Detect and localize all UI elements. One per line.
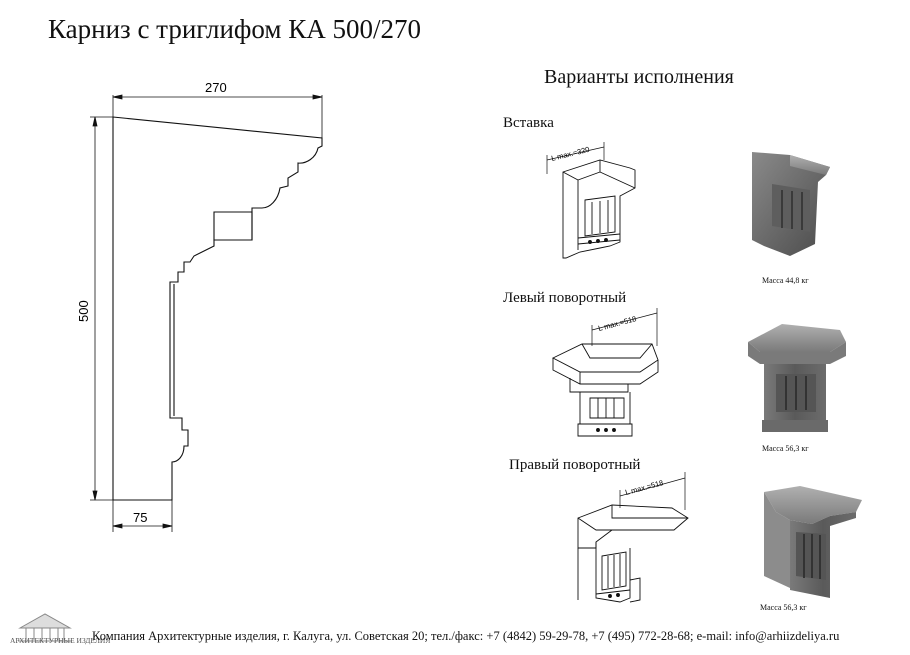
variant-left-render [748, 324, 846, 432]
variant-left-length-label: L max.=518 [597, 314, 637, 333]
cornice-profile [112, 116, 323, 501]
mass-label-insert: Масса 44,8 кг [762, 276, 809, 285]
variant-right-drawing [577, 504, 689, 603]
mass-label-left: Масса 56,3 кг [762, 444, 809, 453]
dimension-height [90, 116, 113, 501]
variant-insert-drawing [562, 159, 636, 259]
variant-insert-length-dim [546, 142, 605, 174]
variant-right-render [764, 486, 862, 598]
dimension-height-label: 500 [76, 300, 91, 322]
variant-label-right: Правый поворотный [509, 457, 641, 473]
variant-label-insert: Вставка [503, 115, 554, 131]
variant-left-length-dim [591, 308, 658, 346]
variants-heading: Варианты исполнения [544, 66, 734, 88]
footer-contact: Компания Архитектурные изделия, г. Калуг… [92, 629, 840, 643]
company-logo [18, 613, 72, 642]
dimension-base-label: 75 [133, 510, 147, 525]
variant-right-length-label: L max.=518 [624, 478, 664, 497]
variant-left-drawing [551, 343, 659, 437]
variant-right-length-dim [619, 472, 686, 510]
variant-insert-length-label: L max.=320 [550, 145, 590, 163]
page-title: Карниз с триглифом КА 500/270 [48, 14, 421, 44]
mass-label-right: Масса 56,3 кг [760, 603, 807, 612]
variant-label-left: Левый поворотный [503, 290, 627, 306]
logo-text: АРХИТЕКТУРНЫЕ ИЗДЕЛИЯ [10, 636, 111, 645]
dimension-width [112, 94, 323, 138]
dimension-base [112, 500, 173, 532]
variant-insert-render [752, 152, 830, 256]
dimension-width-label: 270 [205, 80, 227, 95]
